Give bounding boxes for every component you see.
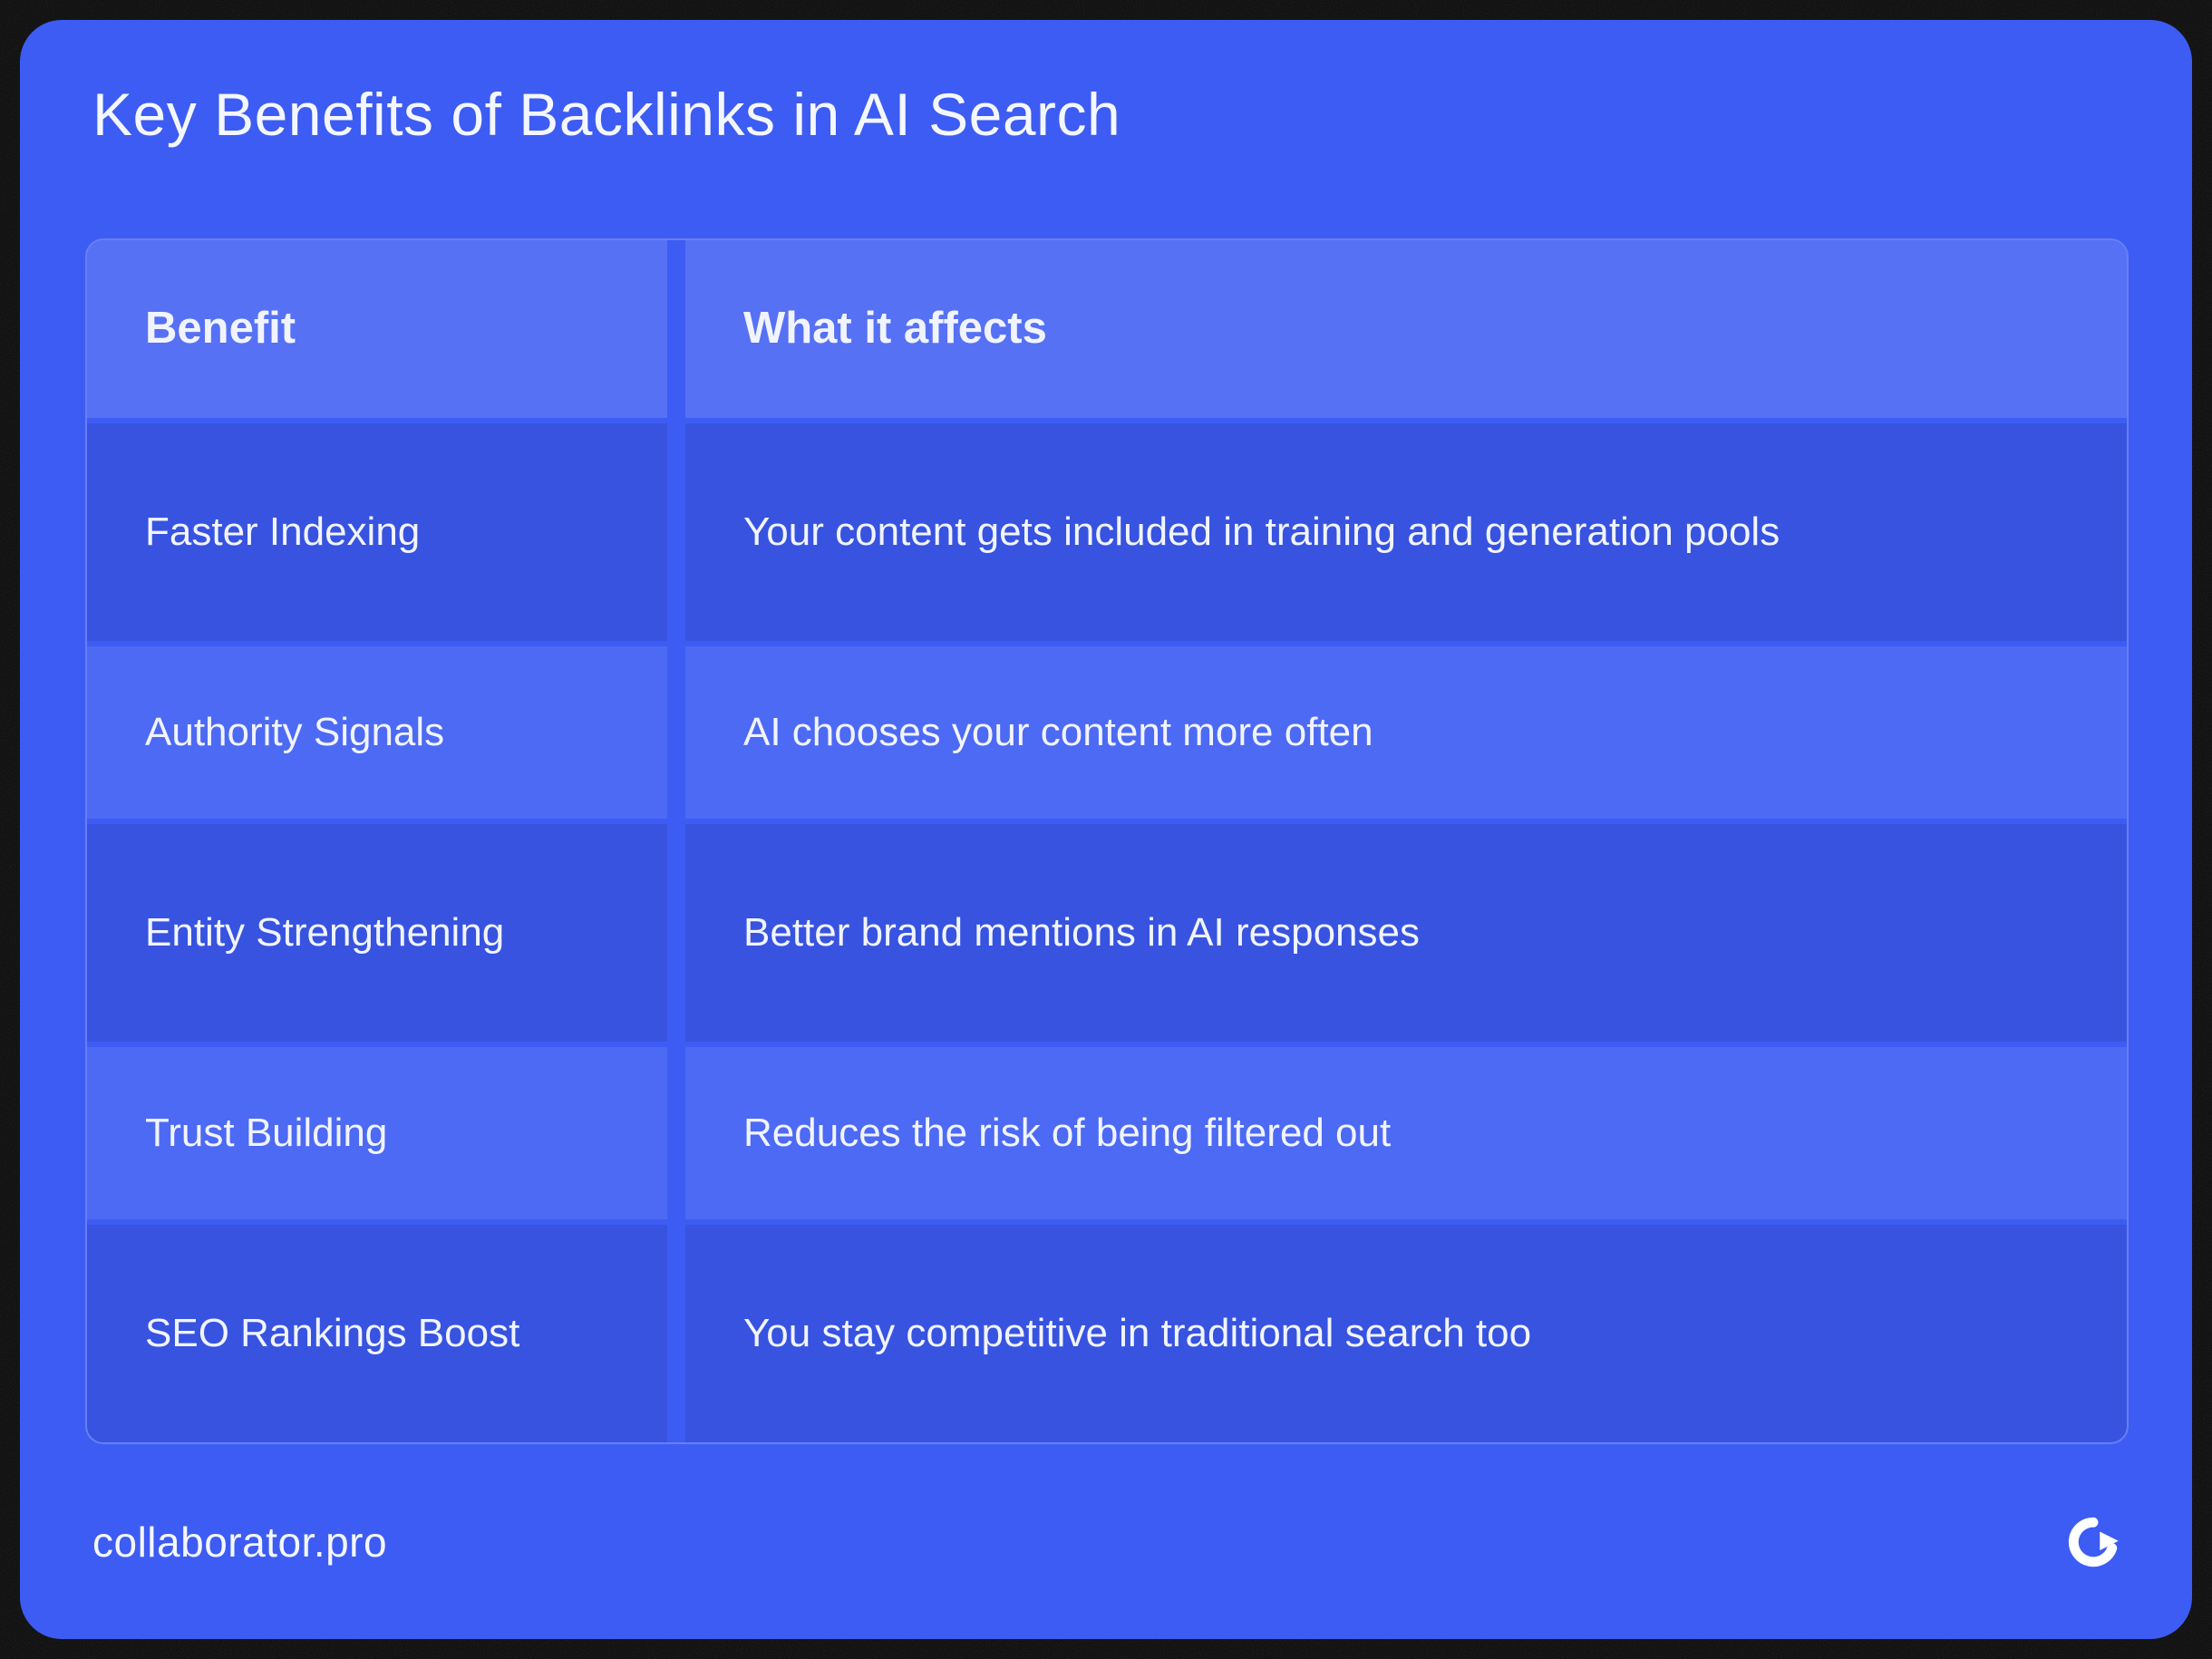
column-header-affects: What it affects	[685, 240, 2127, 418]
benefit-cell: Faster Indexing	[87, 423, 667, 641]
collaborator-logo-icon	[2068, 1517, 2119, 1567]
infographic-card: Key Benefits of Backlinks in AI Search B…	[20, 20, 2192, 1639]
benefit-cell: SEO Rankings Boost	[87, 1225, 667, 1442]
benefit-cell: Entity Strengthening	[87, 824, 667, 1042]
affects-cell: Reduces the risk of being filtered out	[685, 1047, 2127, 1219]
affects-cell: Your content gets included in training a…	[685, 423, 2127, 641]
column-header-benefit: Benefit	[87, 240, 667, 418]
benefit-cell: Authority Signals	[87, 646, 667, 819]
benefit-cell: Trust Building	[87, 1047, 667, 1219]
affects-cell: You stay competitive in traditional sear…	[685, 1225, 2127, 1442]
page-title: Key Benefits of Backlinks in AI Search	[92, 81, 1121, 148]
benefits-table: Benefit What it affects Faster Indexing …	[85, 238, 2129, 1444]
site-label: collaborator.pro	[92, 1518, 388, 1566]
affects-cell: AI chooses your content more often	[685, 646, 2127, 819]
affects-cell: Better brand mentions in AI responses	[685, 824, 2127, 1042]
